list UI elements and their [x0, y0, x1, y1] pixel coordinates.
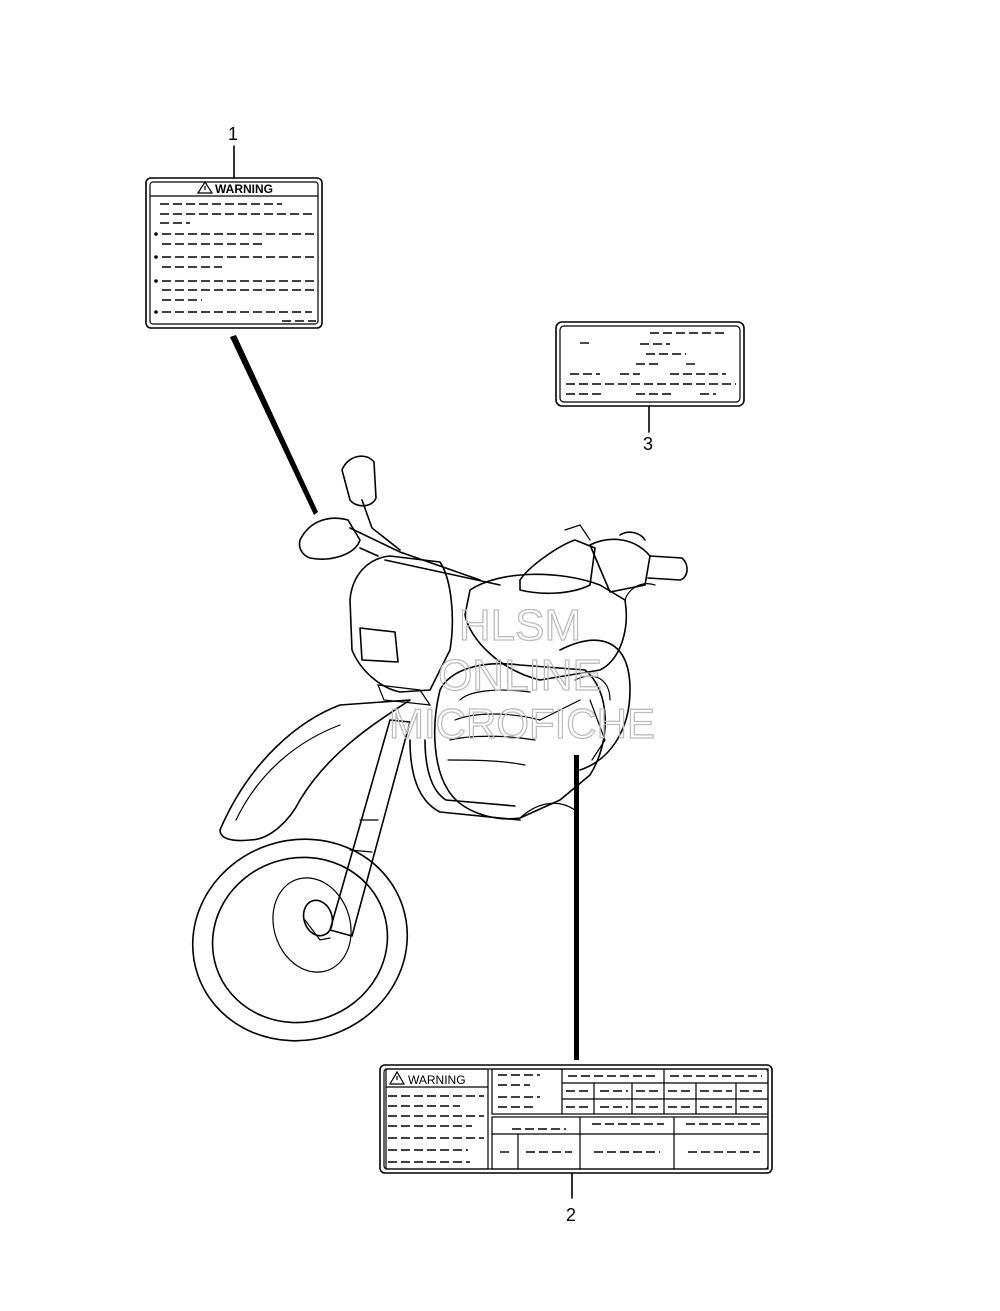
watermark: HLSM ONLINE MICROFICHE	[388, 600, 655, 747]
motorcycle-drawing	[191, 455, 688, 1042]
warning-label-1: WARNING	[145, 177, 323, 329]
callout-3: 3	[643, 434, 653, 454]
leader-line-2	[574, 755, 579, 1060]
label-1-heading: WARNING	[215, 182, 273, 196]
callout-2: 2	[566, 1205, 576, 1225]
label-2-heading: WARNING	[408, 1073, 466, 1087]
watermark-line-3: MICROFICHE	[389, 700, 655, 747]
watermark-line-1: HLSM	[459, 601, 581, 650]
callout-1: 1	[228, 124, 238, 144]
warning-triangle-icon-2	[388, 1070, 406, 1085]
warning-triangle-icon	[196, 180, 214, 194]
leader-line-1	[230, 335, 318, 515]
warning-label-2: WARNING	[379, 1064, 773, 1174]
watermark-line-2: ONLINE	[438, 651, 602, 700]
info-label-3	[555, 321, 745, 407]
